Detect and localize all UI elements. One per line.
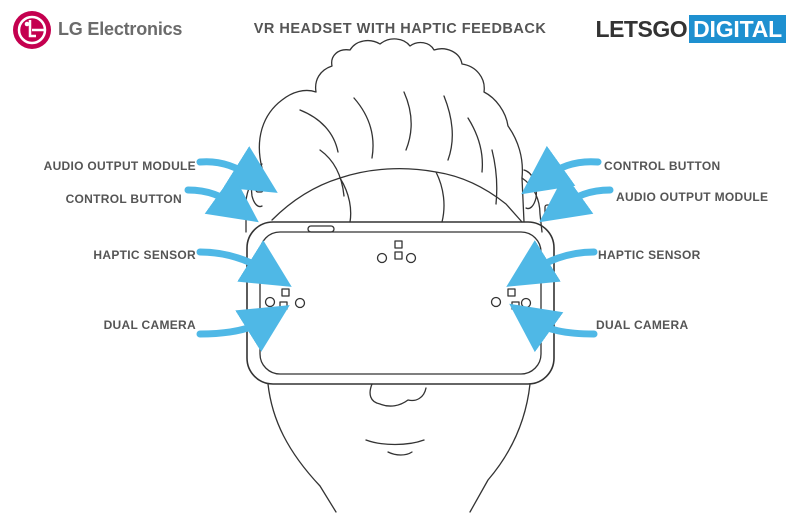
center-sensor-cluster xyxy=(376,240,417,264)
nose xyxy=(369,383,427,407)
arrow-icon xyxy=(539,173,614,223)
hair-fringe xyxy=(271,167,523,223)
hair-strands xyxy=(299,91,498,205)
logo-text-letsgo: LETSGO xyxy=(595,16,688,42)
label-right-haptic-sensor: HAPTIC SENSOR xyxy=(598,248,701,262)
page-title: VR HEADSET WITH HAPTIC FEEDBACK xyxy=(253,21,547,37)
visor-top-slot xyxy=(307,225,335,233)
label-right-audio-output: AUDIO OUTPUT MODULE xyxy=(616,190,769,204)
arrow-icon xyxy=(196,240,292,287)
arrow-icon xyxy=(506,240,598,287)
arrow-icon xyxy=(196,146,278,193)
label-left-dual-camera: DUAL CAMERA xyxy=(103,318,196,332)
label-right-dual-camera: DUAL CAMERA xyxy=(596,318,689,332)
label-right-control-button: CONTROL BUTTON xyxy=(604,159,721,173)
visor-inner xyxy=(259,231,542,375)
arrow-icon xyxy=(509,303,598,353)
label-left-haptic-sensor: HAPTIC SENSOR xyxy=(93,248,196,262)
face-jaw xyxy=(267,383,337,513)
visor-outer xyxy=(246,221,555,385)
letsgodigital-logo: LETSGO DIGITAL xyxy=(596,15,786,43)
lg-logo-icon xyxy=(13,11,51,49)
hair-outline xyxy=(258,38,525,223)
logo-text-digital: DIGITAL xyxy=(689,15,786,43)
lg-brand-name: LG Electronics xyxy=(58,19,183,39)
label-left-audio-output: AUDIO OUTPUT MODULE xyxy=(43,159,196,173)
label-left-control-button: CONTROL BUTTON xyxy=(65,192,182,206)
arrow-icon xyxy=(196,305,290,352)
arrow-icon xyxy=(521,145,602,195)
mouth xyxy=(365,439,425,446)
arrow-icon xyxy=(184,173,259,223)
